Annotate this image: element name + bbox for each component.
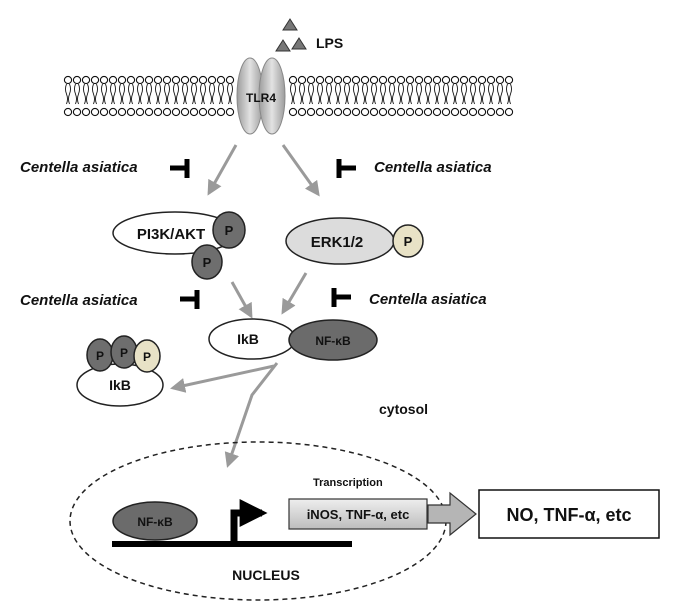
cytosol-label: cytosol <box>379 401 428 417</box>
arrow-ikb-release <box>170 364 275 393</box>
arrow-tlr4-to-erk <box>281 144 320 197</box>
lps-molecules-icon <box>275 18 307 52</box>
svg-text:P: P <box>143 350 151 364</box>
pi3k-akt-kinase: PI3K/AKT <box>112 211 238 255</box>
lps-label: LPS <box>316 35 343 51</box>
tlr4-label: TLR4 <box>246 91 276 105</box>
arrow-erk-to-complex <box>281 272 308 315</box>
arrow-tlr4-to-pi3k <box>207 144 238 196</box>
inhibition-bar-top-right <box>336 159 356 178</box>
inhibitor-label-mid-right: Centella asiatica <box>369 291 487 308</box>
svg-text:P: P <box>120 346 128 360</box>
inhibitor-label-top-left: Centella asiatica <box>20 159 138 176</box>
pi3k-akt-label: PI3K/AKT <box>137 226 205 243</box>
inhibitor-label-mid-left: Centella asiatica <box>20 292 138 309</box>
output-block-arrow-icon <box>427 491 477 537</box>
inhibition-bar-mid-right <box>331 288 351 307</box>
tlr4-receptor: TLR4 <box>236 57 286 135</box>
inhibition-bar-top-left <box>170 159 190 178</box>
arrow-pi3k-to-complex <box>230 281 253 319</box>
target-genes-box: iNOS, TNF-α, etc <box>288 498 428 530</box>
phospho-erk: P <box>392 224 424 258</box>
svg-text:P: P <box>225 223 234 238</box>
inhibitor-label-top-right: Centella asiatica <box>374 159 492 176</box>
svg-text:P: P <box>203 255 212 270</box>
svg-text:NF-κB: NF-κB <box>137 515 173 529</box>
phospho-pi3k-2: P <box>191 244 223 280</box>
inhibition-bar-mid-left <box>180 290 200 309</box>
svg-text:P: P <box>404 234 413 249</box>
erk-kinase: ERK1/2 <box>285 217 395 265</box>
output-products-box: NO, TNF-α, etc <box>478 489 660 539</box>
target-genes-label: iNOS, TNF-α, etc <box>307 507 410 522</box>
ikb-nfkb-complex: IkB NF-κB <box>208 318 378 361</box>
arrow-nfkb-to-nucleus <box>224 362 279 468</box>
promoter-arrow-icon <box>230 499 268 544</box>
cell-membrane <box>63 75 514 117</box>
complex-nfkb-label: NF-κB <box>315 334 351 348</box>
complex-ikb-label: IkB <box>237 331 259 347</box>
svg-text:P: P <box>96 349 104 363</box>
svg-text:IkB: IkB <box>109 377 131 393</box>
nucleus-label: NUCLEUS <box>232 567 300 583</box>
phospho-pi3k-1: P <box>212 211 246 249</box>
erk-label: ERK1/2 <box>311 234 364 251</box>
output-products-label: NO, TNF-α, etc <box>506 505 631 525</box>
phospho-ikb-degraded: IkB P P P <box>76 335 164 407</box>
nuclear-nfkb: NF-κB <box>112 501 198 541</box>
transcription-label: Transcription <box>313 477 383 489</box>
